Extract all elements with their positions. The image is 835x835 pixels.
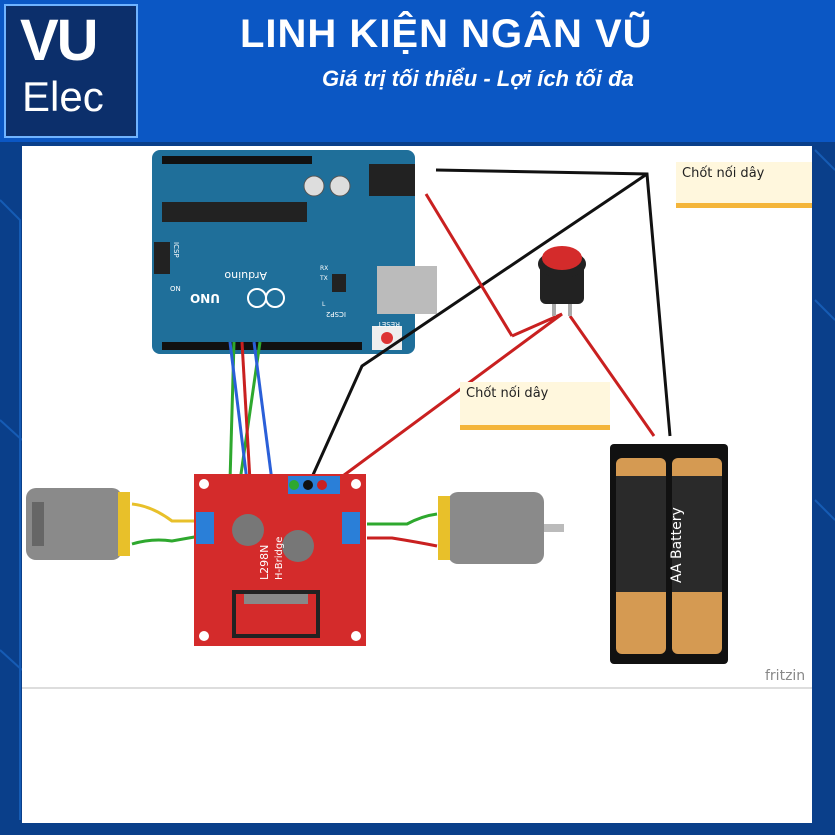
shop-title: LINH KIỆN NGÂN VŨ	[240, 12, 653, 56]
arduino-model-text: UNO	[190, 291, 220, 305]
wire-red-pin	[240, 341, 252, 482]
motor-right-wire-red	[367, 536, 438, 548]
battery-cell1-text: AA Battery	[669, 507, 685, 583]
battery-pack: AA Battery AA Battery	[610, 444, 749, 664]
motor-right-wire-green	[367, 512, 438, 526]
arduino-rx-text: RX	[320, 265, 328, 272]
driver-name-text: L298N	[258, 545, 271, 580]
wire-red-to-driver	[331, 312, 563, 486]
arduino-icsp2-text: ICSP2	[326, 310, 346, 318]
push-button	[538, 246, 586, 316]
motor-left	[26, 488, 130, 560]
arduino-on-text: ON	[170, 285, 181, 293]
logo-text-elec: Elec	[22, 73, 104, 120]
driver-sub-text: H-Bridge	[274, 537, 285, 580]
wire-blue-1	[228, 341, 249, 482]
diagram-canvas: Arduino UNO ICSP ICSP2 RESET ON TX RX L	[22, 146, 812, 823]
wire-black-diag	[306, 172, 648, 487]
logo: VU Elec	[4, 4, 138, 138]
l298n-driver: L298N H-Bridge	[194, 474, 366, 646]
motor-left-wire-green	[131, 534, 201, 546]
shop-slogan: Giá trị tối thiểu - Lợi ích tối đa	[322, 66, 634, 91]
arduino-board: Arduino UNO ICSP ICSP2 RESET ON TX RX L	[152, 150, 437, 354]
battery-cell2-text: AA Battery	[733, 529, 749, 605]
wire-red-switch-battery	[568, 315, 656, 437]
connector-label-top: Chốt nối dây	[676, 162, 812, 208]
fritzing-watermark: fritzin	[765, 668, 806, 684]
header-banner: VU Elec LINH KIỆN NGÂN VŨ Giá trị tối th…	[0, 0, 835, 142]
arduino-tx-text: TX	[319, 275, 328, 282]
wire-red-jack	[424, 193, 514, 337]
wires	[131, 168, 672, 548]
wiring-diagram: Arduino UNO ICSP ICSP2 RESET ON TX RX L	[22, 150, 812, 689]
arduino-brand-text: Arduino	[224, 269, 267, 282]
motor-right	[438, 492, 564, 564]
connector-label-mid: Chốt nối dây	[460, 382, 610, 430]
logo-text-vu: VU	[20, 8, 99, 73]
wire-blue-2	[252, 341, 274, 482]
arduino-l-text: L	[322, 301, 326, 308]
arduino-icsp-text: ICSP	[172, 242, 180, 258]
motor-left-wire-yellow	[131, 502, 200, 523]
arduino-reset-text: RESET	[377, 320, 400, 328]
